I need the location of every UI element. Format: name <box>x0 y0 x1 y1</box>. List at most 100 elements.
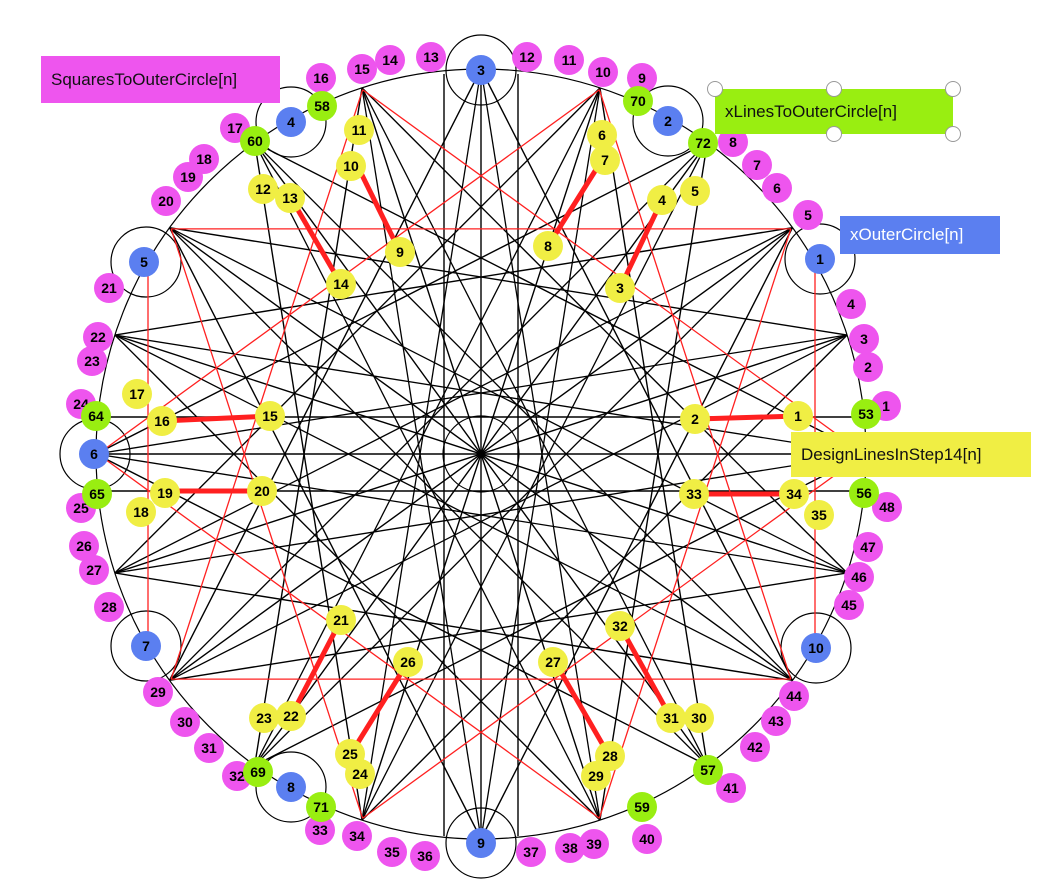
outer-point-marker <box>79 439 109 469</box>
xline-point: 64 <box>81 401 111 431</box>
outer-point-label: 5 <box>140 254 148 270</box>
design-point-marker <box>276 701 306 731</box>
red-chord <box>170 228 364 819</box>
square-point-label: 1 <box>882 398 890 414</box>
square-point-label: 45 <box>841 597 857 613</box>
design-point-marker <box>590 145 620 175</box>
design-point: 16 <box>147 406 177 436</box>
square-point: 34 <box>342 821 372 851</box>
outer-point-marker <box>653 106 683 136</box>
square-point-label: 22 <box>90 329 106 345</box>
square-point-label: 9 <box>638 70 646 86</box>
outer-point-marker <box>276 107 306 137</box>
design-point-label: 15 <box>262 408 278 424</box>
square-point: 47 <box>853 532 883 562</box>
square-point-label: 23 <box>84 353 100 369</box>
chord-line <box>361 142 708 821</box>
resize-handle-bottom-right[interactable] <box>945 126 961 142</box>
outer-point-marker <box>276 772 306 802</box>
square-point-marker <box>83 322 113 352</box>
chord-line <box>169 227 848 336</box>
design-point: 34 <box>779 479 809 509</box>
red-guide-lines <box>97 89 865 819</box>
design-point: 14 <box>326 269 356 299</box>
design-point: 1 <box>783 401 813 431</box>
xline-point: 53 <box>851 399 881 429</box>
outer-point-label: 7 <box>142 638 150 654</box>
square-point: 45 <box>834 590 864 620</box>
outer-point-marker <box>466 828 496 858</box>
square-point: 5 <box>793 200 823 230</box>
square-point: 8 <box>718 127 748 157</box>
design-point-label: 17 <box>129 386 145 402</box>
resize-handle-top-right[interactable] <box>945 81 961 97</box>
chord-line <box>169 227 848 574</box>
design-point-marker <box>275 183 305 213</box>
square-point-marker <box>170 707 200 737</box>
xline-point: 56 <box>849 478 879 508</box>
square-point: 3 <box>849 324 879 354</box>
design-point: 4 <box>647 185 677 215</box>
thick-design-segment <box>288 196 344 286</box>
square-point: 11 <box>554 45 584 75</box>
design-point-marker <box>336 151 366 181</box>
design-point: 30 <box>684 703 714 733</box>
thick-design-segment <box>696 413 799 422</box>
chord-line <box>254 87 601 766</box>
design-point-marker <box>147 406 177 436</box>
xline-point-label: 60 <box>247 133 263 149</box>
square-point-label: 3 <box>860 331 868 347</box>
square-point-label: 27 <box>86 562 102 578</box>
design-point-label: 5 <box>691 183 699 199</box>
design-point-marker <box>605 273 635 303</box>
square-point: 13 <box>416 42 446 72</box>
xline-point-label: 53 <box>858 406 874 422</box>
design-point-label: 34 <box>786 486 802 502</box>
thick-design-segment <box>552 660 610 754</box>
design-point-label: 35 <box>811 507 827 523</box>
design-step14-segments <box>161 158 799 754</box>
design-point-label: 21 <box>333 612 349 628</box>
chord-line <box>480 68 601 821</box>
square-point: 26 <box>69 531 99 561</box>
point-labels: 1234567891011121314151617181920212223242… <box>66 42 902 871</box>
design-point-marker <box>581 761 611 791</box>
square-point-marker <box>77 346 107 376</box>
outer-point-label: 6 <box>90 446 98 462</box>
square-point: 7 <box>742 150 772 180</box>
square-point: 19 <box>173 162 203 192</box>
design-point: 22 <box>276 701 306 731</box>
square-point-label: 7 <box>753 157 761 173</box>
xline-point-label: 65 <box>89 486 105 502</box>
square-point-marker <box>849 324 879 354</box>
chord-line <box>114 334 867 455</box>
xline-point-marker <box>623 86 653 116</box>
outer-point-marker <box>129 247 159 277</box>
legend-outer-label: xOuterCircle[n] <box>850 225 964 244</box>
square-point-marker <box>627 63 657 93</box>
design-point: 2 <box>680 404 710 434</box>
resize-handle-bottom-mid[interactable] <box>826 126 842 142</box>
design-point-label: 30 <box>691 710 707 726</box>
resize-handle-top-left[interactable] <box>707 81 723 97</box>
design-point-label: 7 <box>601 152 609 168</box>
design-point-label: 26 <box>400 654 416 670</box>
chord-line <box>114 227 793 336</box>
resize-handle-top-mid[interactable] <box>826 81 842 97</box>
design-point: 33 <box>679 479 709 509</box>
xline-point-marker <box>688 128 718 158</box>
outer-point-label: 8 <box>287 779 295 795</box>
chord-line <box>168 227 482 840</box>
square-point: 6 <box>762 173 792 203</box>
square-point-marker <box>416 42 446 72</box>
design-point: 29 <box>581 761 611 791</box>
ring-circle <box>110 610 182 682</box>
chord-line <box>599 142 708 821</box>
square-point: 9 <box>627 63 657 93</box>
design-point-label: 12 <box>255 181 271 197</box>
square-point-label: 47 <box>860 539 876 555</box>
square-point: 39 <box>579 829 609 859</box>
design-point-label: 6 <box>598 127 606 143</box>
square-point-marker <box>512 42 542 72</box>
square-point-marker <box>742 150 772 180</box>
